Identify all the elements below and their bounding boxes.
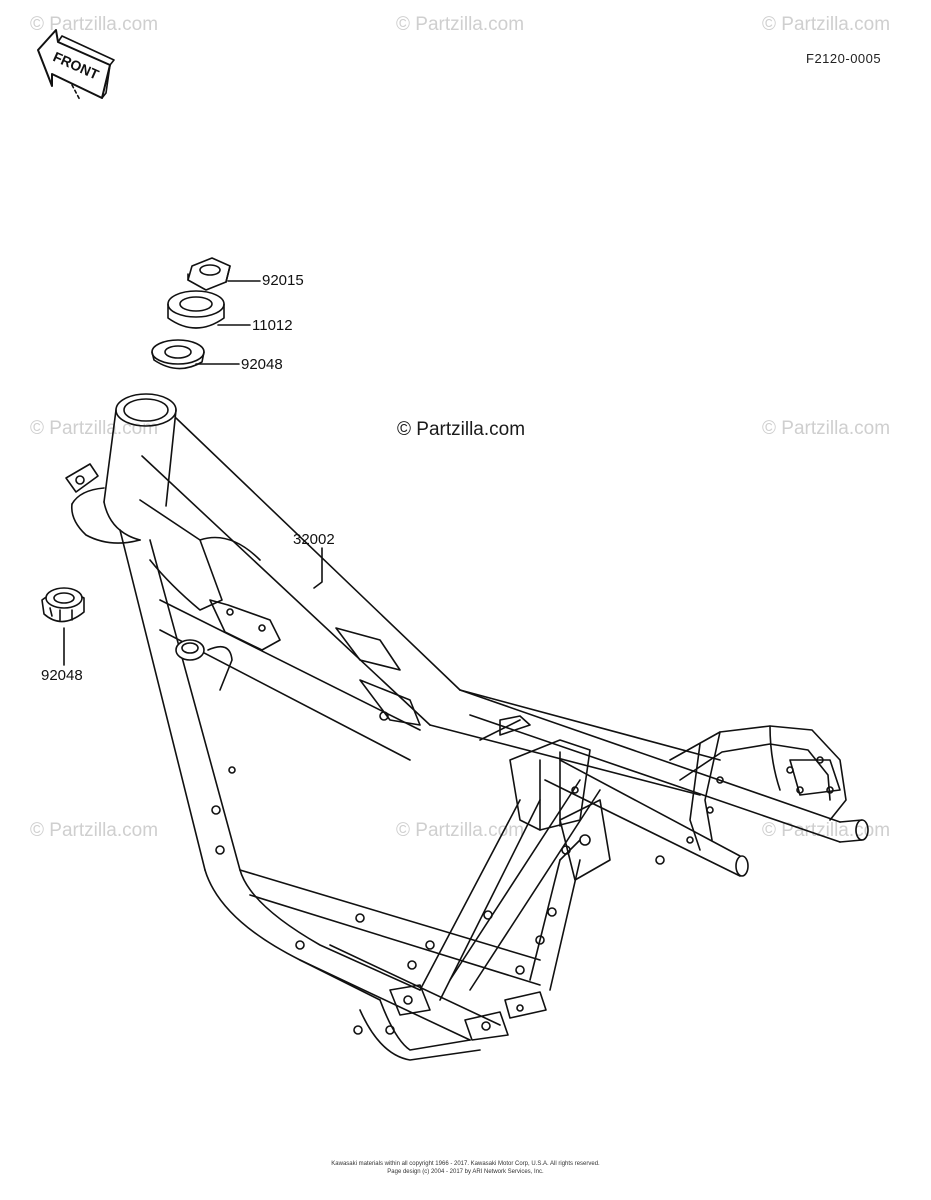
callout-race-bottom: 92048: [41, 667, 83, 684]
watermark: © Partzilla.com: [762, 418, 891, 439]
front-arrow-icon: [37, 29, 115, 101]
callout-frame: 32002: [293, 531, 335, 548]
footer-copyright: Kawasaki materials within all copyright …: [331, 1161, 600, 1167]
footer-design: Page design (c) 2004 - 2017 by ARI Netwo…: [387, 1169, 544, 1175]
watermark: © Partzilla.com: [396, 14, 525, 35]
watermark: © Partzilla.com: [30, 418, 159, 439]
bearing-part: [167, 290, 225, 329]
center-watermark: © Partzilla.com: [397, 419, 526, 440]
race-bottom-part: [41, 587, 85, 623]
watermark: © Partzilla.com: [396, 820, 525, 841]
callout-race-top: 92048: [241, 356, 283, 373]
steering-nut-part: [187, 257, 231, 291]
callout-bearing: 11012: [252, 317, 293, 334]
watermark: © Partzilla.com: [30, 14, 159, 35]
frame-part: [65, 393, 869, 1061]
watermark: © Partzilla.com: [762, 820, 891, 841]
callout-nut-top: 92015: [262, 272, 304, 289]
race-top-part: [151, 339, 205, 370]
diagram-code: F2120-0005: [806, 51, 882, 66]
watermark: © Partzilla.com: [30, 820, 159, 841]
watermark: © Partzilla.com: [762, 14, 891, 35]
